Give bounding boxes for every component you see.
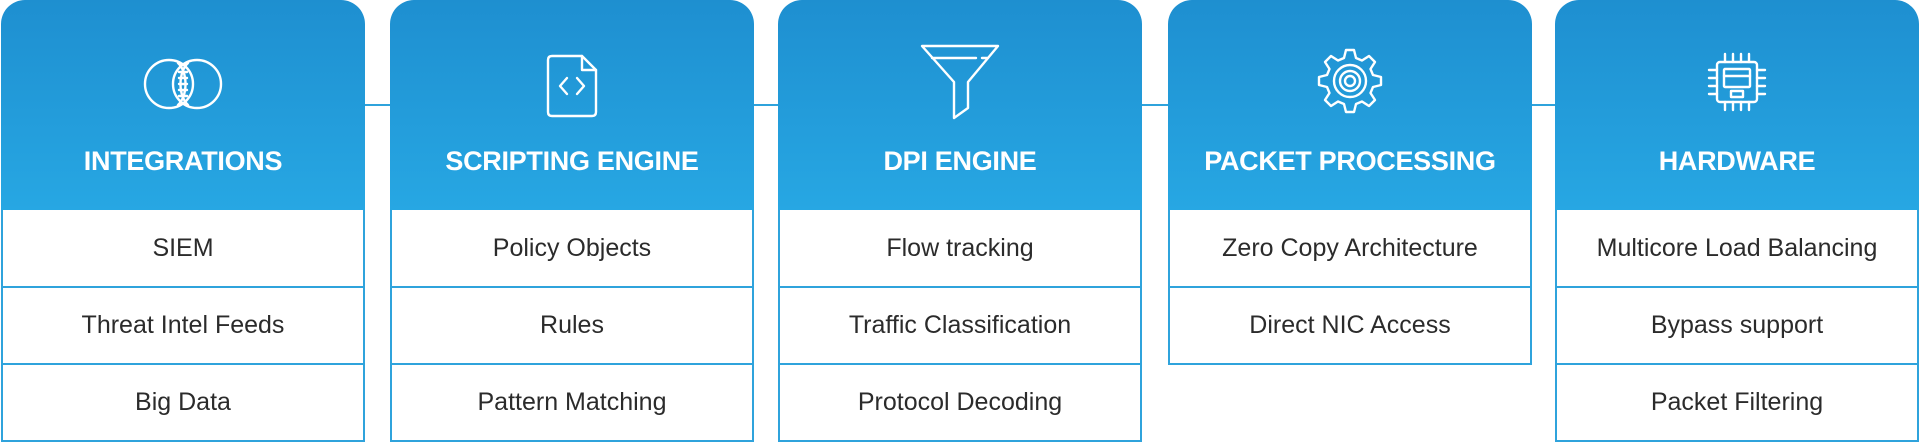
column-integrations: INTEGRATIONS SIEM Threat Intel Feeds Big… [1,0,365,442]
code-file-icon [524,36,620,132]
column-scripting-engine: SCRIPTING ENGINE Policy Objects Rules Pa… [390,0,754,442]
list-item: Packet Filtering [1555,365,1919,442]
column-title: HARDWARE [1658,146,1816,176]
gear-icon [1302,36,1398,132]
column-title: DPI ENGINE [883,146,1037,176]
item-list: SIEM Threat Intel Feeds Big Data [1,210,365,442]
funnel-icon [912,36,1008,132]
column-hardware: HARDWARE Multicore Load Balancing Bypass… [1555,0,1919,442]
column-header: INTEGRATIONS [1,0,365,210]
list-item: Threat Intel Feeds [1,288,365,365]
list-item: Bypass support [1555,288,1919,365]
list-item: Policy Objects [390,210,754,288]
list-item: SIEM [1,210,365,288]
list-item: Multicore Load Balancing [1555,210,1919,288]
column-header: DPI ENGINE [778,0,1142,210]
list-item: Big Data [1,365,365,442]
list-item: Direct NIC Access [1168,288,1532,365]
column-header: PACKET PROCESSING [1168,0,1532,210]
column-title: PACKET PROCESSING [1204,146,1496,176]
chip-icon [1689,36,1785,132]
list-item: Protocol Decoding [778,365,1142,442]
item-list: Multicore Load Balancing Bypass support … [1555,210,1919,442]
venn-dna-icon [135,36,231,132]
column-title: INTEGRATIONS [83,146,283,176]
column-header: SCRIPTING ENGINE [390,0,754,210]
column-title: SCRIPTING ENGINE [445,146,699,176]
column-header: HARDWARE [1555,0,1919,210]
column-packet-processing: PACKET PROCESSING Zero Copy Architecture… [1168,0,1532,365]
list-item: Traffic Classification [778,288,1142,365]
item-list: Zero Copy Architecture Direct NIC Access [1168,210,1532,365]
column-dpi-engine: DPI ENGINE Flow tracking Traffic Classif… [778,0,1142,442]
list-item: Pattern Matching [390,365,754,442]
item-list: Flow tracking Traffic Classification Pro… [778,210,1142,442]
item-list: Policy Objects Rules Pattern Matching [390,210,754,442]
list-item: Zero Copy Architecture [1168,210,1532,288]
list-item: Rules [390,288,754,365]
list-item: Flow tracking [778,210,1142,288]
